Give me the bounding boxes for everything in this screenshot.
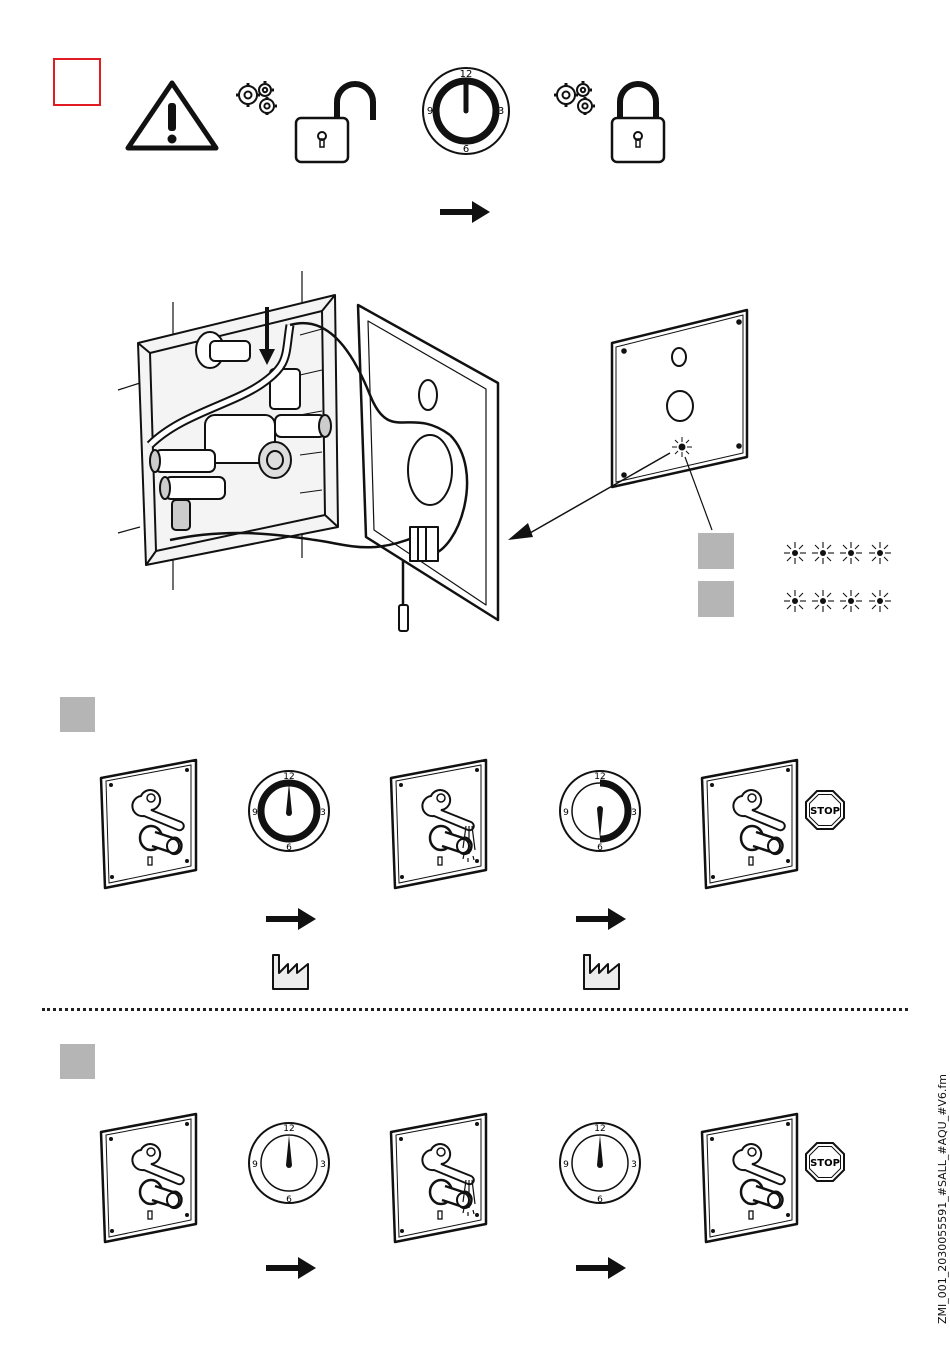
dial-label-3: 3 xyxy=(320,808,326,818)
flash-row-2 xyxy=(784,590,891,612)
dial-label-9: 9 xyxy=(427,106,433,117)
dial-label-12: 12 xyxy=(594,772,605,782)
dial-label-6: 6 xyxy=(597,843,603,853)
dial-label-9: 9 xyxy=(563,808,569,818)
arrow-right-icon xyxy=(266,1256,318,1280)
dial-label-12: 12 xyxy=(460,69,473,80)
factory-setting-icon xyxy=(582,951,622,991)
dial-label-3: 3 xyxy=(498,106,504,117)
stop-label: STOP xyxy=(810,806,840,817)
dial-label-6: 6 xyxy=(463,144,469,155)
control-plate-water-running xyxy=(389,758,489,891)
section-divider xyxy=(42,1008,908,1011)
dial-label-12: 12 xyxy=(594,1124,605,1134)
arrow-right-icon xyxy=(576,1256,628,1280)
document-code: ZMI_001_2030055591_#SALL_#AQU_#V6.fm xyxy=(936,1074,949,1324)
dial-label-9: 9 xyxy=(252,808,258,818)
stop-sign-icon: STOP xyxy=(804,1141,846,1183)
dial-label-6: 6 xyxy=(286,843,292,853)
flash-row-1 xyxy=(784,542,891,564)
control-plate-stopped xyxy=(700,1112,800,1245)
dial-label-3: 3 xyxy=(320,1160,326,1170)
time-dial-thin-icon: 12 3 6 9 xyxy=(246,1120,332,1206)
arrow-right-icon xyxy=(266,907,318,931)
control-plate-water-running xyxy=(389,1112,489,1245)
led-flash-icon xyxy=(812,590,834,612)
time-dial-full-icon: 12 3 6 9 xyxy=(246,768,332,854)
factory-setting-icon xyxy=(271,951,311,991)
installation-box-illustration xyxy=(110,265,770,645)
time-dial-12-icon: 12 3 6 9 xyxy=(420,65,512,157)
gears-icon xyxy=(236,81,277,115)
grey-step-marker-1 xyxy=(698,533,734,569)
grey-step-marker-2 xyxy=(698,581,734,617)
control-plate-idle xyxy=(99,1112,199,1245)
arrow-right-icon xyxy=(440,200,492,224)
service-lock-icon xyxy=(552,80,672,166)
gears-icon xyxy=(554,81,595,115)
led-flash-sequence xyxy=(780,538,900,618)
led-flash-icon xyxy=(869,542,891,564)
stop-label: STOP xyxy=(810,1158,840,1169)
dial-label-6: 6 xyxy=(286,1195,292,1205)
led-flash-icon xyxy=(840,590,862,612)
section-a-marker xyxy=(60,697,95,732)
dial-label-12: 12 xyxy=(283,1124,294,1134)
led-flash-icon xyxy=(869,590,891,612)
time-dial-half-icon: 12 3 6 9 xyxy=(557,768,643,854)
led-flash-icon xyxy=(840,542,862,564)
control-plate-stopped xyxy=(700,758,800,891)
led-flash-icon xyxy=(784,590,806,612)
time-dial-thin-icon: 12 3 6 9 xyxy=(557,1120,643,1206)
red-step-marker xyxy=(53,58,101,106)
dial-label-9: 9 xyxy=(252,1160,258,1170)
arrow-right-icon xyxy=(576,907,628,931)
led-flash-icon xyxy=(812,542,834,564)
dial-label-9: 9 xyxy=(563,1160,569,1170)
led-flash-icon xyxy=(784,542,806,564)
dial-label-3: 3 xyxy=(631,808,637,818)
dial-label-3: 3 xyxy=(631,1160,637,1170)
closed-padlock-icon xyxy=(612,84,664,162)
warning-triangle-icon xyxy=(124,78,220,152)
stop-sign-icon: STOP xyxy=(804,789,846,831)
open-padlock-icon xyxy=(296,84,373,162)
service-unlock-icon xyxy=(234,80,384,166)
dial-label-12: 12 xyxy=(283,772,294,782)
section-b-marker xyxy=(60,1044,95,1079)
dial-label-6: 6 xyxy=(597,1195,603,1205)
control-plate-idle xyxy=(99,758,199,891)
